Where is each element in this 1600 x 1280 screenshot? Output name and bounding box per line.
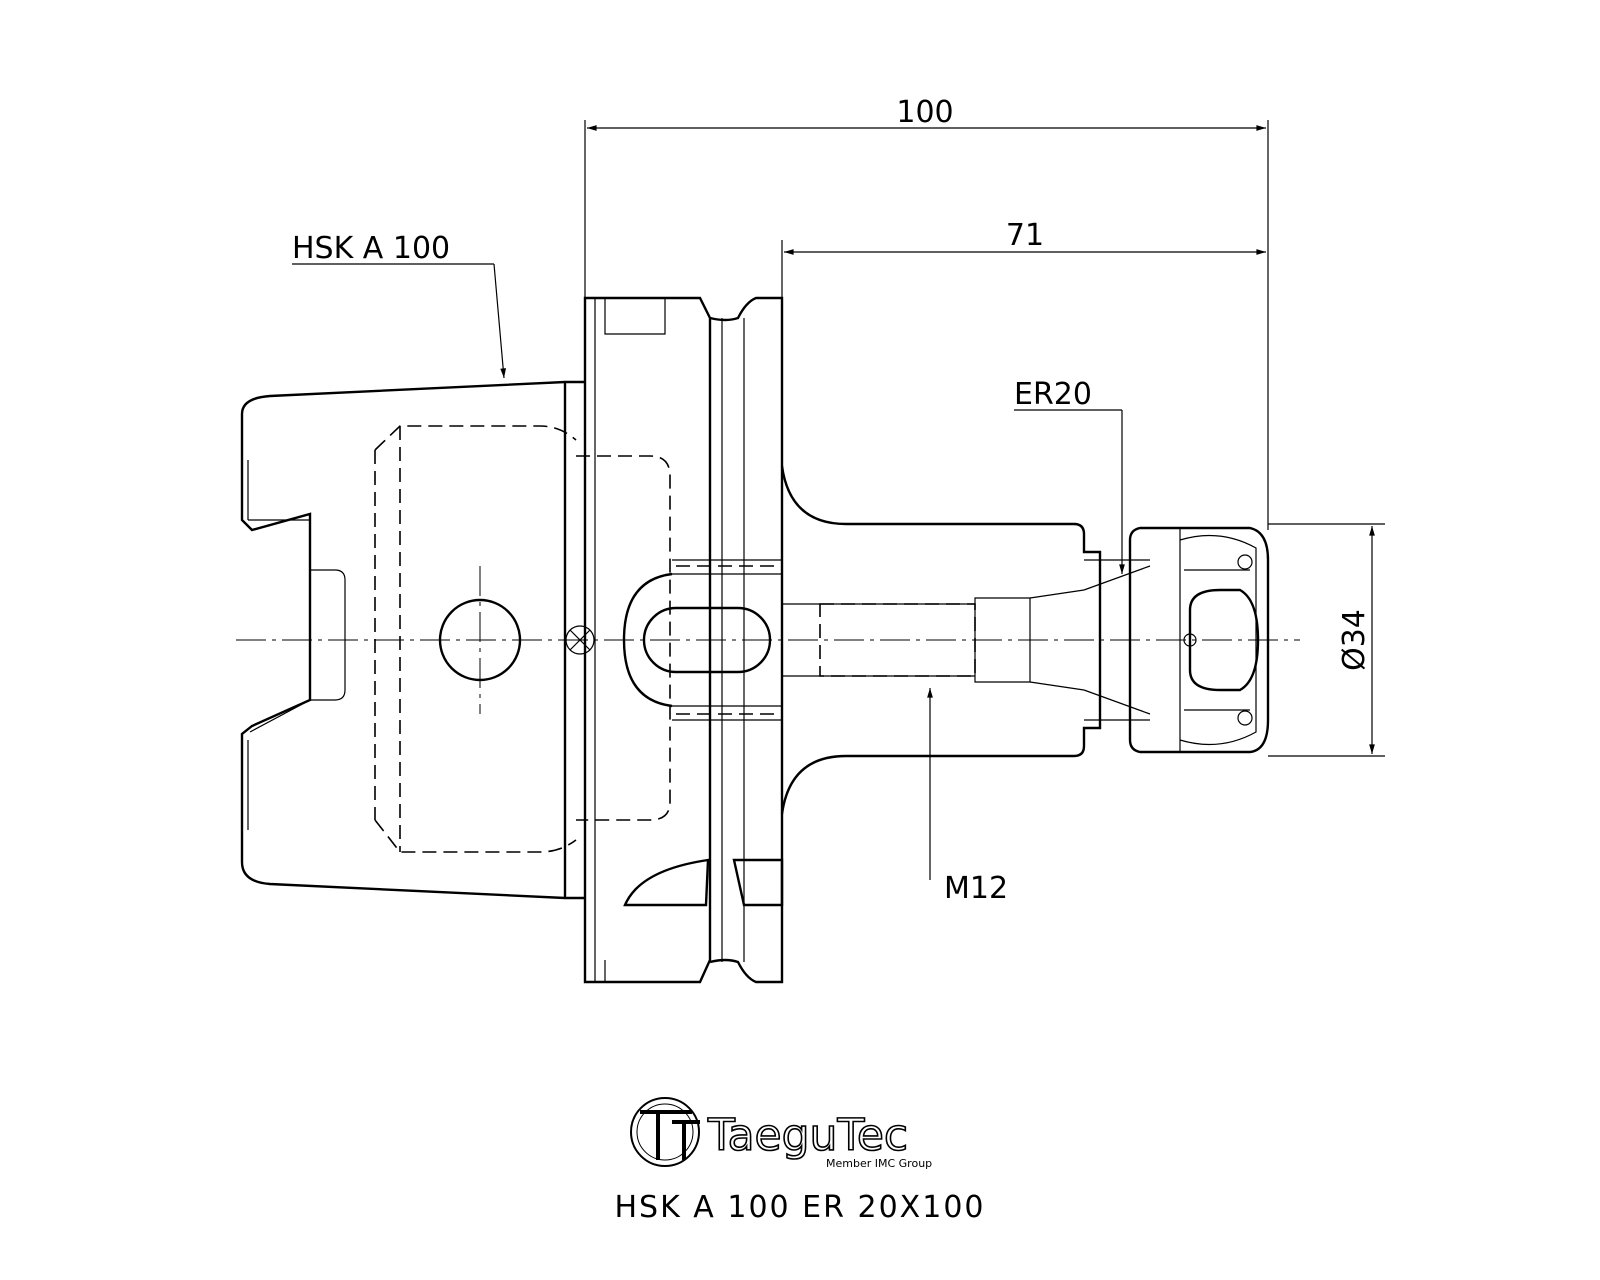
flange	[583, 296, 784, 984]
label-collet-text: ER20	[1014, 377, 1092, 412]
drawing-caption: HSK A 100 ER 20X100	[614, 1190, 986, 1225]
dimension-100-label: 100	[896, 95, 953, 130]
label-shank: HSK A 100	[292, 231, 507, 379]
logo-sub: Member IMC Group	[826, 1157, 932, 1170]
dimension-gauge-length: 71	[781, 218, 1266, 298]
label-collet: ER20	[1014, 377, 1125, 574]
dimension-diameter-label: Ø34	[1337, 609, 1372, 671]
dimension-overall-length: 100	[584, 95, 1269, 530]
logo-name: TaeguTec	[707, 1110, 908, 1161]
label-shank-text: HSK A 100	[292, 231, 450, 266]
hsk-shank	[240, 380, 671, 900]
body	[780, 465, 1151, 815]
label-thread: M12	[927, 688, 1008, 906]
taegutec-logo: TaeguTec Member IMC Group	[630, 1097, 932, 1170]
label-thread-text: M12	[944, 871, 1008, 906]
collet-nut	[1128, 526, 1270, 754]
dimension-diameter: Ø34	[1268, 523, 1385, 757]
dimension-71-label: 71	[1006, 218, 1044, 253]
